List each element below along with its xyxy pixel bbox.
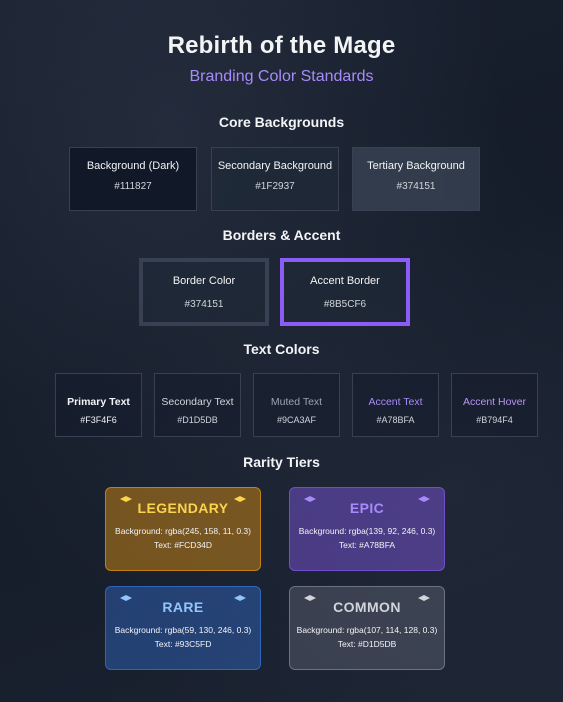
- tier-text-value: Text: #93C5FD: [154, 639, 212, 649]
- diamond-icon: [304, 496, 316, 502]
- swatch-hex: #D1D5DB: [177, 415, 218, 425]
- swatch-primary-text: Primary Text #F3F4F6: [55, 373, 142, 437]
- swatch-hex: #8B5CF6: [323, 299, 367, 310]
- swatch-accent-border: Accent Border #8B5CF6: [280, 258, 410, 326]
- swatch-hex: #F3F4F6: [80, 415, 117, 425]
- swatch-tertiary-background: Tertiary Background #374151: [352, 147, 480, 211]
- diamond-icon: [234, 496, 246, 502]
- tier-text-value: Text: #FCD34D: [153, 540, 213, 550]
- page-title: Rebirth of the Mage: [167, 32, 396, 59]
- section-title-rarity-tiers: Rarity Tiers: [243, 454, 320, 470]
- tier-background-value: Background: rgba(139, 92, 246, 0.3): [298, 526, 436, 536]
- swatch-background-dark: Background (Dark) #111827: [69, 147, 197, 211]
- swatch-name: Secondary Text: [161, 396, 234, 408]
- swatch-accent-text: Accent Text #A78BFA: [352, 373, 439, 437]
- tier-name: COMMON: [333, 599, 401, 615]
- tier-card-epic: EPIC Background: rgba(139, 92, 246, 0.3)…: [289, 487, 445, 571]
- swatch-hex: #B794F4: [476, 415, 513, 425]
- swatch-accent-hover: Accent Hover #B794F4: [451, 373, 538, 437]
- swatch-hex: #374151: [184, 299, 224, 310]
- diamond-icon: [120, 595, 132, 601]
- section-title-core-backgrounds: Core Backgrounds: [218, 114, 345, 130]
- swatch-secondary-text: Secondary Text #D1D5DB: [154, 373, 241, 437]
- diamond-icon: [418, 595, 430, 601]
- swatch-name: Secondary Background: [217, 160, 333, 172]
- swatch-name: Tertiary Background: [367, 160, 465, 172]
- tier-card-common: COMMON Background: rgba(107, 114, 128, 0…: [289, 586, 445, 670]
- tier-card-legendary: LEGENDARY Background: rgba(245, 158, 11,…: [105, 487, 261, 571]
- swatch-name: Accent Text: [368, 396, 423, 408]
- swatch-name: Primary Text: [67, 396, 130, 408]
- diamond-icon: [304, 595, 316, 601]
- section-title-text-colors: Text Colors: [243, 341, 320, 357]
- swatch-border-color: Border Color #374151: [139, 258, 269, 326]
- tier-text-value: Text: #D1D5DB: [337, 639, 397, 649]
- swatch-name: Accent Hover: [462, 396, 527, 408]
- tier-background-value: Background: rgba(59, 130, 246, 0.3): [114, 625, 252, 635]
- tier-name: EPIC: [349, 500, 385, 516]
- tier-card-rare: RARE Background: rgba(59, 130, 246, 0.3)…: [105, 586, 261, 670]
- section-title-borders-accent: Borders & Accent: [222, 227, 341, 243]
- swatch-hex: #111827: [114, 181, 152, 192]
- diamond-icon: [418, 496, 430, 502]
- swatch-name: Muted Text: [270, 396, 323, 408]
- swatch-name: Background (Dark): [86, 160, 180, 172]
- tier-background-value: Background: rgba(245, 158, 11, 0.3): [115, 526, 251, 536]
- swatch-hex: #A78BFA: [376, 415, 415, 425]
- swatch-hex: #1F2937: [255, 181, 295, 192]
- swatch-muted-text: Muted Text #9CA3AF: [253, 373, 340, 437]
- tier-name: RARE: [162, 599, 204, 615]
- swatch-name: Border Color: [172, 275, 236, 287]
- swatch-secondary-background: Secondary Background #1F2937: [211, 147, 339, 211]
- swatch-hex: #374151: [396, 181, 436, 192]
- diamond-icon: [234, 595, 246, 601]
- swatch-hex: #9CA3AF: [276, 415, 317, 425]
- tier-text-value: Text: #A78BFA: [338, 540, 396, 550]
- tier-background-value: Background: rgba(107, 114, 128, 0.3): [296, 625, 438, 635]
- swatch-name: Accent Border: [310, 275, 380, 287]
- diamond-icon: [120, 496, 132, 502]
- page-subtitle: Branding Color Standards: [189, 68, 374, 85]
- tier-name: LEGENDARY: [137, 500, 229, 516]
